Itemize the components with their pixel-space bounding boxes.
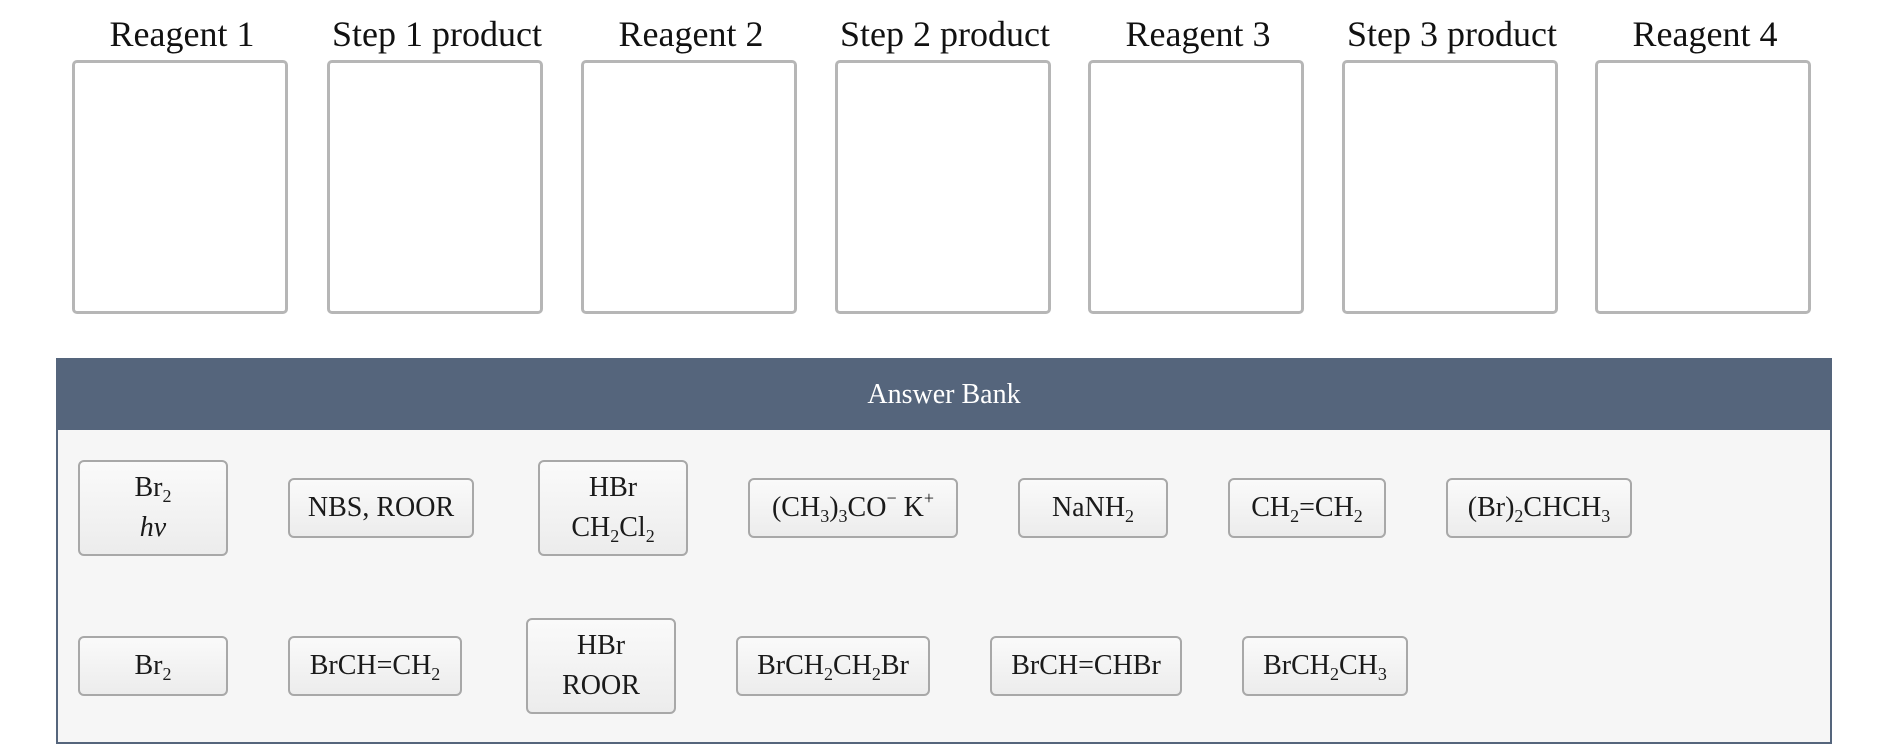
answer-chip-bromoethane[interactable]: BrCH2CH3 [1242, 636, 1408, 696]
chip-line-1: HBr [588, 472, 638, 503]
chip-line-condition: hν [139, 512, 167, 543]
answer-chip-dibromoethene[interactable]: BrCH=CHBr [990, 636, 1182, 696]
chip-text: (Br)2CHCH3 [1467, 492, 1611, 526]
drop-zone-reagent-1[interactable] [72, 60, 288, 314]
slot-label-step-2-product: Step 2 product [840, 14, 1050, 54]
slot-label-reagent-2: Reagent 2 [618, 14, 764, 54]
answer-chip-gem-dibromoethane[interactable]: (Br)2CHCH3 [1446, 478, 1632, 538]
answer-bank: Answer Bank Br2 hν NBS, ROOR HBr CH2Cl2 … [56, 358, 1832, 744]
answer-chip-hbr-ch2cl2[interactable]: HBr CH2Cl2 [538, 460, 688, 556]
answer-chip-ethylene[interactable]: CH2=CH2 [1228, 478, 1386, 538]
answer-chip-br2-hv[interactable]: Br2 hν [78, 460, 228, 556]
slot-label-reagent-4: Reagent 4 [1632, 14, 1778, 54]
answer-chip-nbs-roor[interactable]: NBS, ROOR [288, 478, 474, 538]
answer-chip-tbuok[interactable]: (CH3)3CO− K+ [748, 478, 958, 538]
drop-zone-reagent-4[interactable] [1595, 60, 1811, 314]
drop-zone-step-3-product[interactable] [1342, 60, 1558, 314]
slot-label-reagent-3: Reagent 3 [1125, 14, 1271, 54]
chip-text: NaNH2 [1051, 492, 1135, 526]
chip-line-2: CH2Cl2 [571, 512, 655, 546]
chip-line-1: HBr [576, 630, 626, 661]
chip-line-formula: Br2 [135, 468, 172, 508]
chip-line-2: ROOR [562, 670, 640, 701]
slot-label-reagent-1: Reagent 1 [109, 14, 255, 54]
slot-label-step-1-product: Step 1 product [332, 14, 542, 54]
chip-text: BrCH2CH2Br [757, 650, 909, 684]
chip-text: CH2=CH2 [1251, 492, 1363, 526]
chip-text: NBS, ROOR [307, 492, 455, 523]
drop-zone-step-1-product[interactable] [327, 60, 543, 314]
chip-text: BrCH=CH2 [309, 650, 441, 684]
chip-text: Br2 [134, 650, 172, 684]
drop-zone-reagent-3[interactable] [1088, 60, 1304, 314]
answer-chip-nanh2[interactable]: NaNH2 [1018, 478, 1168, 538]
chip-subscript: 2 [162, 486, 172, 506]
answer-bank-title: Answer Bank [58, 360, 1830, 430]
chip-text: (CH3)3CO− K+ [771, 488, 934, 526]
chip-text: BrCH=CHBr [1011, 650, 1161, 681]
drop-zone-step-2-product[interactable] [835, 60, 1051, 314]
chip-text: Br [134, 472, 163, 503]
answer-chip-vic-dibromoethane[interactable]: BrCH2CH2Br [736, 636, 930, 696]
answer-chip-br2[interactable]: Br2 [78, 636, 228, 696]
answer-chip-vinyl-bromide[interactable]: BrCH=CH2 [288, 636, 462, 696]
reaction-sequence: Reagent 1 Step 1 product Reagent 2 Step … [0, 0, 1884, 330]
chip-text: BrCH2CH3 [1263, 650, 1387, 684]
drop-zone-reagent-2[interactable] [581, 60, 797, 314]
slot-label-step-3-product: Step 3 product [1347, 14, 1557, 54]
answer-chip-hbr-roor[interactable]: HBr ROOR [526, 618, 676, 714]
